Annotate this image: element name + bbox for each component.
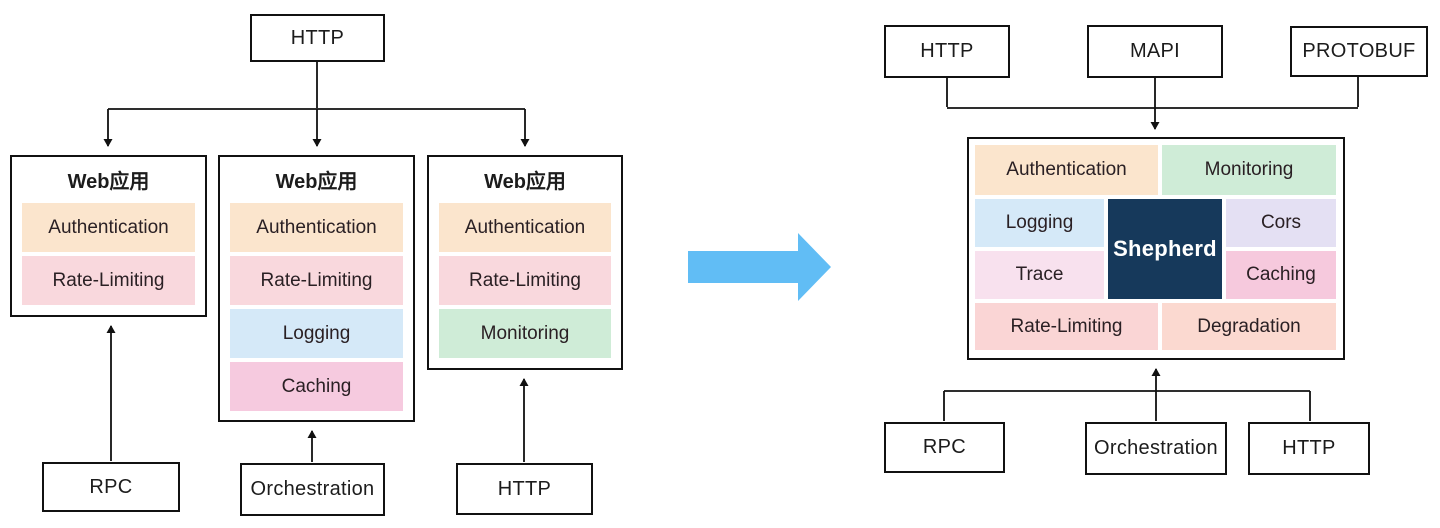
node-label: RPC — [89, 475, 133, 498]
node-label: MAPI — [1129, 40, 1181, 62]
middleware-chip-authentication: Authentication — [439, 203, 611, 252]
webapp-box-1: Web应用 Authentication Rate-Limiting — [10, 155, 207, 317]
shepherd-gateway-box: Authentication Monitoring Logging Shephe… — [967, 137, 1345, 360]
middleware-chip-caching: Caching — [230, 362, 403, 411]
node-right-bottom-orchestration: Orchestration — [1085, 422, 1227, 475]
node-label: PROTOBUF — [1302, 40, 1416, 62]
webapp-title: Web应用 — [484, 171, 566, 193]
node-label: HTTP — [920, 40, 974, 62]
node-label: RPC — [922, 436, 967, 458]
node-left-top-http: HTTP — [250, 14, 385, 62]
middleware-chip-authentication: Authentication — [230, 203, 403, 252]
middleware-chip-rate-limiting: Rate-Limiting — [22, 256, 195, 305]
middleware-chip-logging: Logging — [230, 309, 403, 358]
gateway-cell-logging: Logging — [975, 199, 1104, 247]
gateway-cell-cors: Cors — [1226, 199, 1336, 247]
middleware-chip-monitoring: Monitoring — [439, 309, 611, 358]
middleware-chip-authentication: Authentication — [22, 203, 195, 252]
node-label: Orchestration — [1094, 437, 1218, 459]
node-left-bottom-rpc: RPC — [42, 462, 180, 512]
node-label: Orchestration — [250, 478, 375, 500]
webapp-box-3: Web应用 Authentication Rate-Limiting Monit… — [427, 155, 623, 370]
node-left-bottom-orchestration: Orchestration — [240, 463, 385, 516]
webapp-box-2: Web应用 Authentication Rate-Limiting Loggi… — [218, 155, 415, 422]
gateway-cell-trace: Trace — [975, 251, 1104, 299]
node-right-top-mapi: MAPI — [1087, 25, 1223, 78]
node-right-bottom-http: HTTP — [1248, 422, 1370, 475]
gateway-cell-authentication: Authentication — [975, 145, 1158, 195]
middleware-chip-rate-limiting: Rate-Limiting — [230, 256, 403, 305]
gateway-cell-rate-limiting: Rate-Limiting — [975, 303, 1158, 350]
node-right-bottom-rpc: RPC — [884, 422, 1005, 473]
gateway-cell-monitoring: Monitoring — [1162, 145, 1336, 195]
node-label: HTTP — [1282, 437, 1336, 459]
gateway-cell-degradation: Degradation — [1162, 303, 1336, 350]
middleware-chip-rate-limiting: Rate-Limiting — [439, 256, 611, 305]
webapp-title: Web应用 — [275, 171, 358, 193]
node-right-top-protobuf: PROTOBUF — [1290, 26, 1428, 77]
node-left-bottom-http: HTTP — [456, 463, 593, 515]
webapp-title: Web应用 — [67, 171, 150, 193]
node-label: HTTP — [290, 26, 345, 49]
node-right-top-http: HTTP — [884, 25, 1010, 78]
gateway-core-shepherd: Shepherd — [1108, 199, 1222, 299]
node-label: HTTP — [497, 477, 552, 500]
gateway-cell-caching: Caching — [1226, 251, 1336, 299]
